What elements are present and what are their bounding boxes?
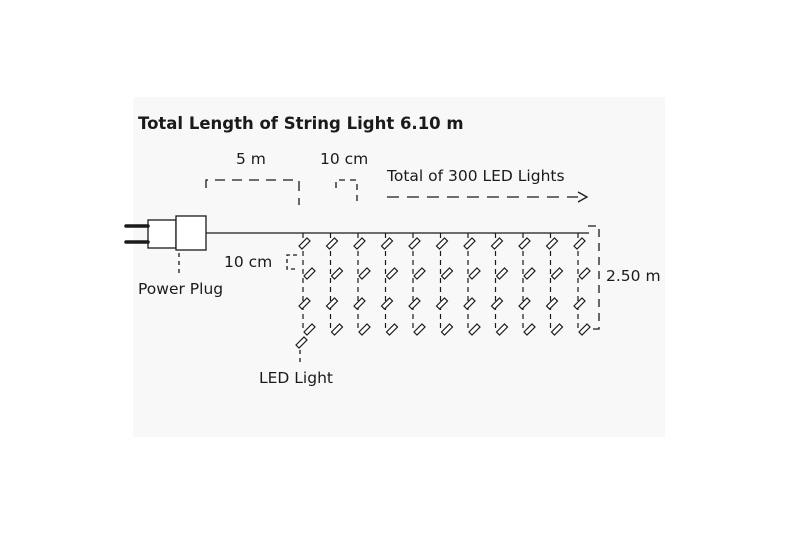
led-bulb-icon [303, 267, 316, 280]
diagram-background [133, 97, 665, 437]
led-light-label: LED Light [259, 369, 333, 387]
led-bulb-icon [303, 323, 316, 336]
lead-cable-length-label: 5 m [236, 150, 266, 168]
drop-height-label: 2.50 m [606, 267, 661, 285]
led-bulb-icon [573, 297, 586, 310]
led-strand [435, 233, 454, 336]
led-strand [325, 233, 344, 336]
led-strand [380, 233, 399, 336]
led-bulb-icon [545, 237, 559, 250]
led-strand [463, 233, 481, 336]
led-bulb-icon [353, 237, 366, 250]
total-leds-label: Total of 300 LED Lights [387, 167, 565, 185]
strand-spacing-bracket [335, 179, 358, 205]
strand-spacing-label: 10 cm [320, 150, 369, 168]
led-bulb-icon [518, 297, 531, 310]
led-strand [490, 233, 509, 336]
led-bulb-icon [578, 323, 591, 336]
led-strand [573, 233, 591, 336]
led-bulb-icon [523, 267, 536, 280]
led-bulb-icon [295, 336, 308, 349]
drop-height-bracket [588, 225, 600, 330]
lead-cable-bracket [205, 179, 300, 205]
led-bulb-icon [545, 297, 559, 310]
led-bulb-icon [325, 297, 339, 310]
led-bulb-icon [463, 297, 476, 310]
led-bulb-icon [408, 237, 421, 250]
led-bulb-icon [298, 297, 311, 310]
led-bulb-icon [408, 297, 421, 310]
led-strand [408, 233, 426, 336]
led-bulb-icon [298, 237, 311, 250]
led-bulb-icon [358, 323, 371, 336]
led-bulb-icon [413, 323, 426, 336]
led-spacing-bracket [286, 254, 297, 270]
power-plug-icon [124, 215, 207, 251]
led-bulb-icon [550, 323, 564, 336]
led-bulb-icon [330, 323, 344, 336]
led-strand [545, 233, 564, 336]
led-bulb-icon [495, 323, 509, 336]
led-bulb-icon [385, 323, 399, 336]
arrow-head-icon [577, 191, 589, 203]
led-bulb-icon [490, 237, 504, 250]
led-strand [518, 233, 536, 336]
led-bulb-icon [358, 267, 371, 280]
led-strand [353, 233, 371, 336]
led-bulb-icon [573, 237, 586, 250]
led-bulb-icon [435, 297, 449, 310]
led-spacing-label: 10 cm [224, 253, 273, 271]
led-bulb-icon [413, 267, 426, 280]
led-bulb-icon [435, 237, 449, 250]
led-bulb-icon [468, 323, 481, 336]
led-bulb-icon [385, 267, 399, 280]
led-bulb-icon [440, 267, 454, 280]
power-plug-label: Power Plug [138, 280, 224, 298]
led-bulb-icon [330, 267, 344, 280]
diagram-title: Total Length of String Light 6.10 m [138, 114, 464, 133]
led-bulb-icon [578, 267, 591, 280]
led-bulb-icon [440, 323, 454, 336]
led-bulb-icon [495, 267, 509, 280]
led-strand [298, 233, 316, 336]
led-bulb-icon [380, 237, 394, 250]
led-bulb-icon [463, 237, 476, 250]
led-bulb-icon [353, 297, 366, 310]
led-bulb-icon [490, 297, 504, 310]
led-bulb-icon [550, 267, 564, 280]
led-bulb-icon [523, 323, 536, 336]
led-bulb-icon [518, 237, 531, 250]
led-bulb-icon [468, 267, 481, 280]
led-bulb-icon [325, 237, 339, 250]
led-bulb-icon [380, 297, 394, 310]
